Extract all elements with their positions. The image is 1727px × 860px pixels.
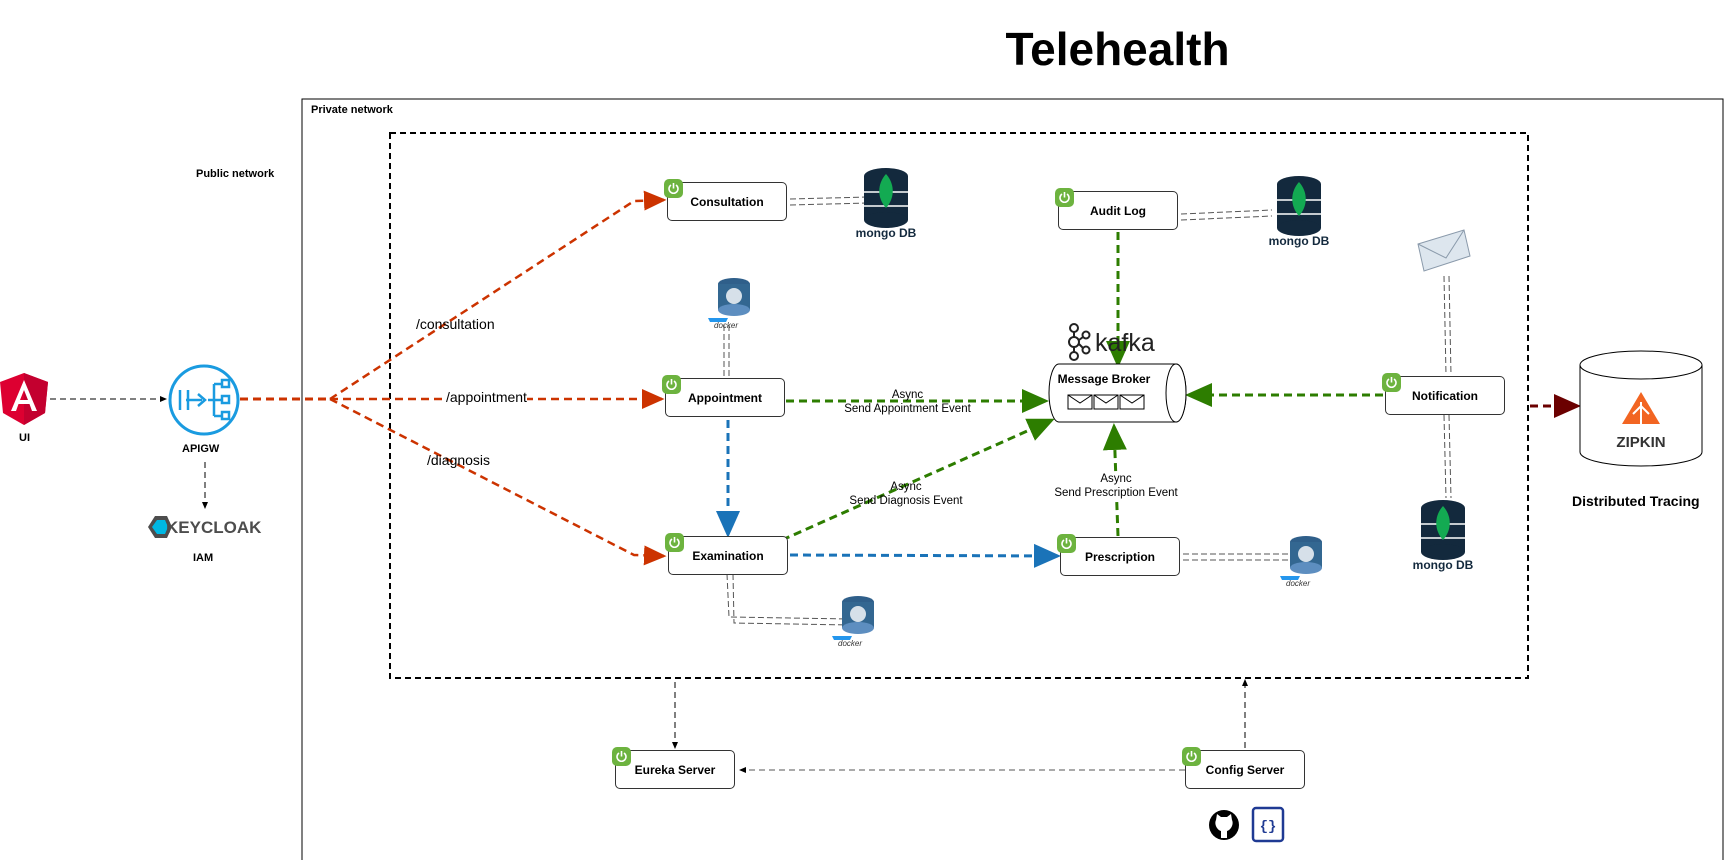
- eureka-server-label: Eureka Server: [634, 762, 716, 777]
- audit-log-service[interactable]: Audit Log: [1055, 188, 1178, 230]
- prescription-service-label: Prescription: [1084, 549, 1156, 564]
- svg-text:docker: docker: [1286, 579, 1310, 588]
- consultation-service[interactable]: Consultation: [664, 179, 787, 221]
- angular-icon: [0, 373, 48, 425]
- spring-boot-icon: [1382, 373, 1401, 392]
- svg-text:docker: docker: [714, 321, 738, 330]
- json-config-icon: {}: [1251, 806, 1285, 843]
- appointment-service[interactable]: Appointment: [662, 375, 785, 417]
- apigw-icon: [168, 364, 240, 436]
- private-network-label: Private network: [311, 104, 393, 116]
- spring-boot-icon: [612, 747, 631, 766]
- audit-log-service-label: Audit Log: [1090, 203, 1146, 218]
- distributed-tracing-label: Distributed Tracing: [1572, 493, 1700, 509]
- svg-text:kafka: kafka: [1095, 329, 1155, 357]
- postgres-docker-icon-prescription: docker: [1280, 536, 1322, 588]
- svg-text:mongo DB: mongo DB: [1413, 558, 1474, 572]
- mongo-db-icon-audit: mongo DB: [1269, 176, 1330, 248]
- postgres-docker-icon-examination: docker: [832, 596, 874, 648]
- keycloak-icon: KEYCLOAK: [148, 516, 262, 538]
- svg-text:docker: docker: [838, 639, 862, 648]
- route-consultation-line: [329, 190, 667, 401]
- svg-text:mongo DB: mongo DB: [1269, 234, 1330, 248]
- spring-boot-icon: [662, 375, 681, 394]
- keycloak-wordmark: KEYCLOAK: [166, 518, 262, 537]
- consultation-service-label: Consultation: [690, 194, 764, 209]
- examination-service-label: Examination: [692, 548, 764, 563]
- email-icon: [1417, 229, 1471, 272]
- appointment-service-label: Appointment: [688, 390, 762, 405]
- kafka-icon: kafka: [1068, 323, 1155, 361]
- apigw-label: APIGW: [182, 443, 220, 455]
- spring-boot-icon: [664, 179, 683, 198]
- svg-text:mongo DB: mongo DB: [856, 226, 917, 240]
- spring-boot-icon: [665, 533, 684, 552]
- route-appointment-label: /appointment: [446, 389, 527, 405]
- config-server-label: Config Server: [1205, 762, 1285, 777]
- prescription-service[interactable]: Prescription: [1057, 534, 1180, 576]
- notification-service[interactable]: Notification: [1382, 373, 1505, 415]
- zipkin-database-icon: ZIPKIN: [1579, 350, 1703, 467]
- postgres-docker-icon-appointment: docker: [708, 278, 750, 330]
- notification-service-label: Notification: [1412, 388, 1478, 403]
- route-diagnosis-line: [329, 397, 667, 566]
- mongo-db-icon-notification: mongo DB: [1413, 500, 1474, 572]
- private-network-frame: [301, 98, 1724, 860]
- eureka-server[interactable]: Eureka Server: [612, 747, 735, 789]
- config-server[interactable]: Config Server: [1182, 747, 1305, 789]
- spring-boot-icon: [1057, 534, 1076, 553]
- spring-boot-icon: [1182, 747, 1201, 766]
- public-network-label: Public network: [196, 168, 275, 180]
- page-title: Telehealth: [1005, 23, 1230, 75]
- services-boundary: [389, 132, 1529, 679]
- svg-text:ZIPKIN: ZIPKIN: [1616, 434, 1665, 451]
- route-diagnosis-label: /diagnosis: [427, 452, 491, 468]
- ui-label: UI: [19, 432, 30, 444]
- iam-label: IAM: [193, 552, 214, 564]
- route-consultation-label: /consultation: [416, 316, 495, 332]
- mongo-db-icon-consultation: mongo DB: [856, 168, 917, 240]
- github-icon: [1209, 810, 1239, 840]
- examination-service[interactable]: Examination: [665, 533, 788, 575]
- message-broker-queue: Message Broker: [1048, 363, 1187, 423]
- message-broker-label: Message Broker: [1058, 372, 1151, 386]
- spring-boot-icon: [1055, 188, 1074, 207]
- svg-text:{}: {}: [1260, 819, 1277, 835]
